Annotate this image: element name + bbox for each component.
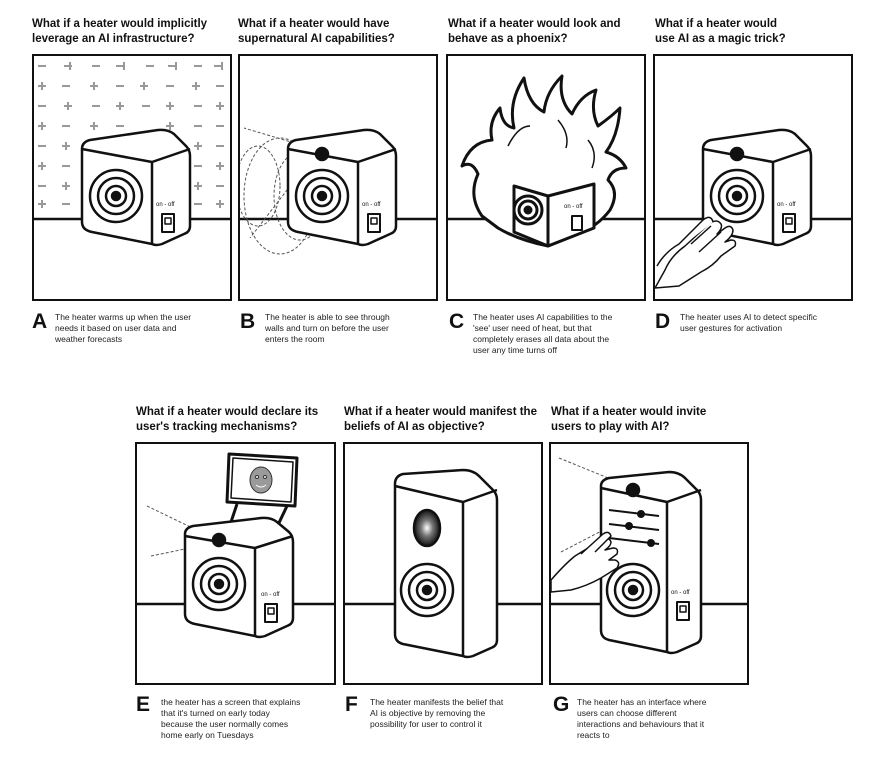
interface-sliders: [608, 509, 660, 547]
panel-b-letter: B: [240, 310, 256, 333]
panel-a-drawing: on - off: [34, 62, 230, 247]
heater: [701, 128, 813, 247]
switch-label: on - off: [671, 590, 690, 596]
switch-label: on - off: [261, 592, 280, 598]
data-grid-symbols: [38, 62, 224, 208]
panel-a-title: What if a heater would implicitly levera…: [32, 18, 208, 45]
panel-b-illustration: on - off: [238, 54, 438, 301]
switch-label: on - off: [362, 202, 381, 208]
panel-a-illustration: on - off: [32, 54, 232, 301]
panel-g-drawing: on - off: [551, 457, 747, 655]
hands: [655, 216, 737, 289]
panel-g-title: What if a heater would invite users to p…: [551, 406, 707, 433]
panel-c-drawing: on - off: [448, 74, 644, 248]
panel-f-drawing: [345, 468, 541, 659]
phoenix-flame: [460, 74, 628, 248]
panel-d-drawing: on - off: [655, 128, 851, 289]
face-icon: [249, 466, 273, 494]
switch-label: on - off: [156, 202, 175, 208]
panel-b-caption: The heater is able to see through walls …: [265, 312, 390, 344]
panel-d-illustration: on - off: [653, 54, 853, 301]
panel-e-title: What if a heater would declare its user'…: [136, 406, 319, 433]
heater: [599, 470, 703, 655]
heater: [183, 452, 299, 639]
panel-c-title: What if a heater would look and behave a…: [448, 18, 621, 45]
panel-c-letter: C: [449, 310, 465, 333]
panel-f-title: What if a heater would manifest the beli…: [344, 406, 537, 433]
switch-label: on - off: [777, 202, 796, 208]
panel-a-letter: A: [32, 310, 48, 333]
panel-g-illustration: on - off: [549, 442, 749, 685]
panel-e-letter: E: [136, 693, 151, 716]
panel-a-caption: The heater warms up when the user needs …: [55, 312, 192, 344]
panel-e-illustration: on - off: [135, 442, 336, 685]
panel-c-illustration: on - off: [446, 54, 646, 301]
panel-e-caption: the heater has a screen that explains th…: [161, 697, 301, 740]
speaker-heater: [393, 468, 499, 659]
panel-f-illustration: [343, 442, 543, 685]
panel-d-letter: D: [655, 310, 671, 333]
panel-g-letter: G: [553, 693, 570, 716]
panel-c-caption: The heater uses AI capabilities to the '…: [473, 312, 613, 355]
panel-g-caption: The heater has an interface where users …: [577, 697, 707, 740]
panel-f-letter: F: [345, 693, 358, 716]
heater: [286, 128, 398, 247]
panel-b-drawing: on - off: [240, 127, 436, 255]
panel-f-caption: The heater manifests the belief that AI …: [370, 697, 504, 729]
heater: [80, 128, 192, 247]
hand: [551, 531, 620, 593]
panel-e-drawing: on - off: [137, 452, 334, 639]
panel-d-title: What if a heater would use AI as a magic…: [655, 18, 786, 45]
panel-d-caption: The heater uses AI to detect specific us…: [680, 312, 818, 333]
panel-b-title: What if a heater would have supernatural…: [238, 18, 395, 45]
switch-label: on - off: [564, 204, 583, 210]
